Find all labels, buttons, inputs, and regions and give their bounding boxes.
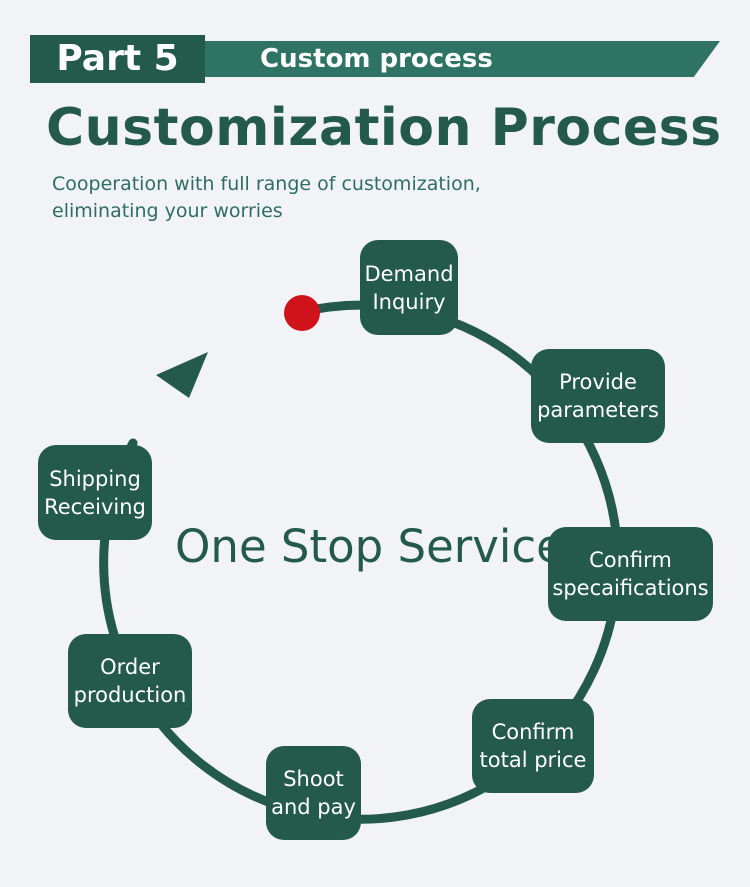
page-title: Customization Process <box>46 98 722 158</box>
step-confirm-total-price: Confirm total price <box>472 699 594 793</box>
cycle-arrowhead <box>156 352 208 398</box>
step-line: Confirm <box>589 548 672 572</box>
step-shoot-and-pay: Shoot and pay <box>266 746 361 840</box>
subtitle-line-1: Cooperation with full range of customiza… <box>52 173 481 195</box>
step-line: Confirm <box>491 720 575 744</box>
step-confirm-specifications: Confirm specaifications <box>548 527 713 621</box>
step-line: production <box>73 683 187 707</box>
banner-subtitle: Custom process <box>260 44 493 74</box>
banner-part-label: Part 5 <box>30 35 205 83</box>
step-line: Shoot <box>283 767 344 791</box>
step-line: Demand <box>364 261 454 286</box>
step-line: parameters <box>537 398 659 422</box>
step-line: total price <box>479 748 587 772</box>
step-line: Receiving <box>44 494 146 519</box>
center-service-label: One Stop Service <box>175 520 564 573</box>
step-line: and pay <box>271 795 356 819</box>
step-line: Order <box>100 655 160 679</box>
step-line: specaifications <box>552 576 709 600</box>
step-provide-parameters: Provide parameters <box>531 349 665 443</box>
step-line: Inquiry <box>372 289 446 314</box>
step-line: Provide <box>559 370 637 394</box>
section-banner: Part 5 Custom process <box>30 35 720 83</box>
banner-strip <box>195 41 720 77</box>
step-order-production: Order production <box>68 634 192 728</box>
step-line: Shipping <box>49 466 141 491</box>
subtitle-line-2: eliminating your worries <box>52 200 283 222</box>
start-dot <box>284 295 320 331</box>
